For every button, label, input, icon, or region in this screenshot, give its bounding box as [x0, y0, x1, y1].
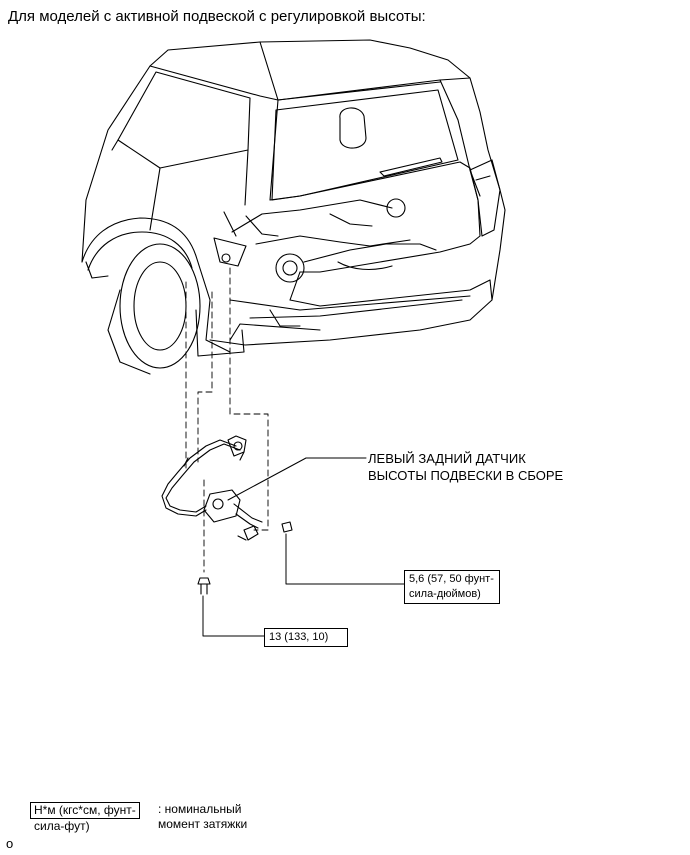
- footer-mark: o: [6, 836, 14, 851]
- legend-unit-line1: Н*м (кгс*см, фунт-: [30, 802, 140, 819]
- legend-unit: Н*м (кгс*см, фунт- сила-фут): [30, 802, 154, 834]
- part-label-line2: ВЫСОТЫ ПОДВЕСКИ В СБОРЕ: [368, 468, 564, 483]
- torque-nut-box: 5,6 (57, 50 фунт- сила-дюймов): [404, 570, 500, 604]
- legend-description: : номинальный момент затяжки: [158, 802, 247, 832]
- torque-nut-line1: 5,6 (57, 50 фунт-: [409, 573, 494, 585]
- mounting-nut: [281, 521, 293, 533]
- torque-nut-line2: сила-дюймов): [409, 588, 481, 600]
- guide-lines: [185, 267, 269, 573]
- page-heading: Для моделей с активной подвеской с регул…: [8, 8, 426, 25]
- torque-bolt-box: 13 (133, 10): [264, 628, 348, 647]
- torque-bolt-value: 13 (133, 10): [269, 631, 329, 643]
- legend-desc-line1: : номинальный: [158, 802, 242, 816]
- leader-lines: [202, 457, 405, 637]
- mounting-bolt: [197, 577, 211, 595]
- height-sensor-assembly: [161, 435, 263, 541]
- part-label-line1: ЛЕВЫЙ ЗАДНИЙ ДАТЧИК: [368, 451, 526, 466]
- legend-desc-line2: момент затяжки: [158, 817, 248, 831]
- vehicle-body: [81, 39, 506, 375]
- legend-unit-line2: сила-фут): [34, 819, 90, 833]
- part-label: ЛЕВЫЙ ЗАДНИЙ ДАТЧИК ВЫСОТЫ ПОДВЕСКИ В СБ…: [368, 450, 563, 484]
